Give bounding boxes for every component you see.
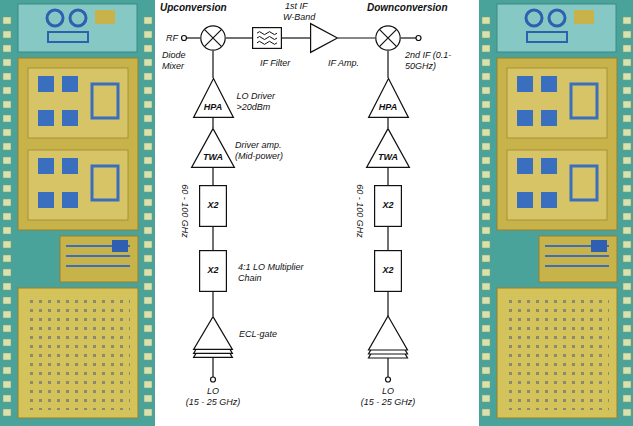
signal-wire bbox=[338, 37, 375, 38]
lo-wire bbox=[387, 358, 388, 377]
lo-port bbox=[386, 377, 391, 382]
amplifier-symbol: IF Amp. bbox=[310, 23, 338, 53]
signal-wire bbox=[387, 51, 388, 78]
block-label: X2 bbox=[374, 265, 402, 276]
block-caption: IF Filter bbox=[260, 58, 290, 69]
block-caption: 2nd IF (0.1-50GHz) bbox=[405, 50, 463, 72]
ecl-gate-symbol bbox=[369, 316, 408, 350]
section-title: Upconversion bbox=[160, 2, 227, 14]
block-label: TWA bbox=[366, 152, 410, 163]
port-label: RF bbox=[166, 33, 178, 44]
amplifier-symbol: TWA bbox=[366, 128, 410, 168]
signal-wire bbox=[387, 168, 388, 185]
amplifier-symbol: TWADriver amp. (Mid-power) bbox=[191, 128, 235, 168]
block-caption: Diode Mixer bbox=[162, 50, 196, 72]
block-label: X2 bbox=[199, 265, 227, 276]
chip-photo bbox=[479, 0, 633, 426]
port-label: LO bbox=[382, 386, 394, 397]
block-caption: LO Driver >20dBm bbox=[237, 91, 287, 113]
multiplier-box: X2 bbox=[374, 250, 402, 292]
frequency-label: (15 - 25 GHz) bbox=[361, 397, 416, 408]
lo-wire bbox=[212, 358, 213, 377]
node-outline bbox=[193, 316, 233, 358]
rf-wire bbox=[187, 37, 201, 38]
node-outline bbox=[200, 25, 226, 51]
block-label: HPA bbox=[368, 102, 409, 113]
if-out-port bbox=[416, 36, 421, 41]
amplifier-symbol: HPA bbox=[368, 78, 409, 118]
signal-wire bbox=[212, 227, 213, 250]
signal-wire bbox=[282, 37, 310, 38]
band-label: 1st IF bbox=[285, 1, 308, 12]
block-label: HPA bbox=[193, 102, 234, 113]
signal-wire bbox=[212, 51, 213, 78]
frequency-label: 60 - 100 GHz bbox=[354, 184, 365, 238]
block-label: X2 bbox=[374, 200, 402, 211]
multiplier-box: X2 bbox=[199, 250, 227, 292]
multiplier-box: X2 bbox=[199, 185, 227, 227]
amplifier-symbol: HPALO Driver >20dBm bbox=[193, 78, 234, 118]
mixer-symbol: 2nd IF (0.1-50GHz) bbox=[375, 25, 401, 51]
multiplier-box: X2 bbox=[374, 185, 402, 227]
block-caption: IF Amp. bbox=[328, 58, 359, 69]
section-title: Downconversion bbox=[367, 2, 448, 14]
chip-photo bbox=[0, 0, 155, 426]
block-caption: ECL-gate bbox=[239, 329, 277, 340]
block-label: X2 bbox=[199, 200, 227, 211]
chain-wire bbox=[387, 292, 388, 316]
frequency-label: 60 - 100 GHz bbox=[179, 184, 190, 238]
node-outline bbox=[375, 25, 401, 51]
signal-wire bbox=[212, 168, 213, 185]
signal-wire bbox=[212, 118, 213, 128]
rf-port bbox=[182, 36, 187, 41]
frequency-label: (15 - 25 GHz) bbox=[186, 397, 241, 408]
block-label: TWA bbox=[191, 152, 235, 163]
lo-port bbox=[211, 377, 216, 382]
signal-wire bbox=[212, 292, 213, 316]
block-caption: Driver amp. (Mid-power) bbox=[235, 140, 293, 162]
chain-label: 4:1 LO Multiplier Chain bbox=[238, 262, 312, 284]
signal-wire bbox=[387, 227, 388, 250]
node-outline bbox=[252, 27, 282, 49]
mixer-symbol: Diode Mixer bbox=[200, 25, 226, 51]
if-out-wire bbox=[401, 37, 416, 38]
band-label: W-Band bbox=[283, 12, 315, 23]
signal-wire bbox=[226, 37, 252, 38]
ecl-gate-symbol: ECL-gate bbox=[193, 316, 233, 358]
node-outline bbox=[310, 23, 338, 53]
port-label: LO bbox=[207, 386, 219, 397]
signal-wire bbox=[387, 118, 388, 128]
filter-symbol: IF Filter bbox=[252, 27, 282, 49]
